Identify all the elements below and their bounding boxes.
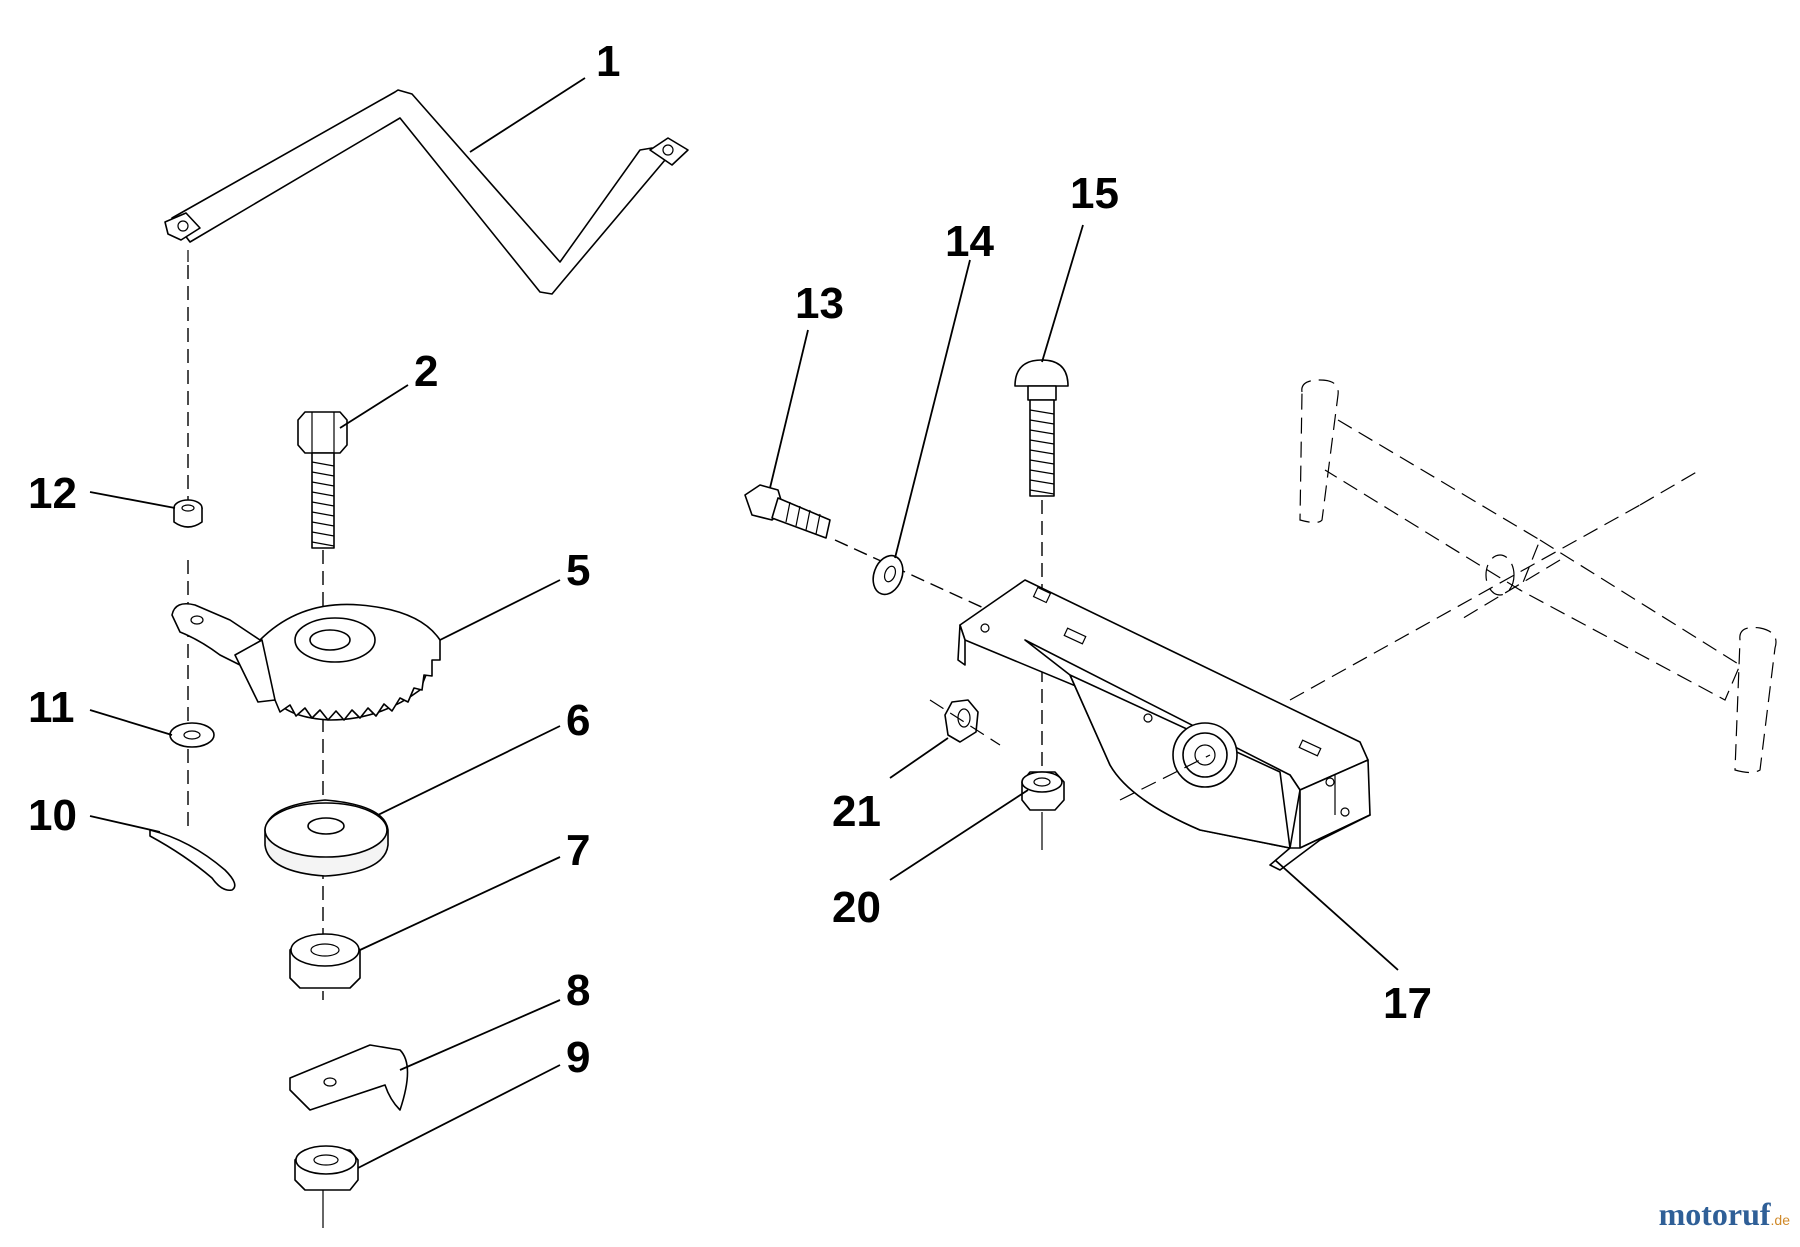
- watermark-suffix: .de: [1770, 1212, 1790, 1228]
- part-21-nut: [929, 699, 1001, 746]
- callout-21: 21: [832, 787, 881, 836]
- callout-7: 7: [566, 826, 590, 875]
- part-8-clip: [289, 1044, 409, 1111]
- callout-9: 9: [566, 1033, 590, 1082]
- callout-6: 6: [566, 696, 590, 745]
- part-13-hex-bolt: [744, 484, 831, 539]
- watermark-logo: motoruf.de: [1659, 1196, 1790, 1233]
- part-5-gear-sector: [171, 602, 441, 721]
- part-10-cotter-pin: [149, 829, 236, 892]
- callout-5: 5: [566, 546, 590, 595]
- callout-10: 10: [28, 791, 77, 840]
- part-6-spacer-disc: [264, 799, 389, 877]
- callout-15: 15: [1070, 169, 1119, 218]
- part-2-bolt: [297, 411, 348, 549]
- callout-1: 1: [596, 37, 620, 86]
- callout-8: 8: [566, 966, 590, 1015]
- part-17-bracket: [957, 579, 1371, 871]
- callout-17: 17: [1383, 979, 1432, 1028]
- part-1-shift-rod: [164, 89, 689, 295]
- part-20-nut: [1021, 771, 1065, 850]
- bolt-axis-13: [834, 539, 1011, 621]
- phantom-axle-assembly: [1289, 379, 1777, 774]
- callout-13: 13: [795, 279, 844, 328]
- callout-11: 11: [28, 683, 75, 732]
- leader-lines: [89, 77, 1399, 1169]
- part-7-nut: [289, 933, 361, 989]
- callout-12: 12: [28, 469, 77, 518]
- part-11-washer: [169, 722, 215, 748]
- pivot-axis: [1119, 754, 1211, 801]
- part-12-nut: [173, 499, 203, 528]
- callout-20: 20: [832, 883, 881, 932]
- callout-2: 2: [414, 347, 438, 396]
- callout-14: 14: [945, 217, 994, 266]
- watermark-main: motoruf: [1658, 1196, 1771, 1232]
- part-9-nut: [294, 1145, 359, 1228]
- part-15-carriage-bolt: [1014, 359, 1069, 497]
